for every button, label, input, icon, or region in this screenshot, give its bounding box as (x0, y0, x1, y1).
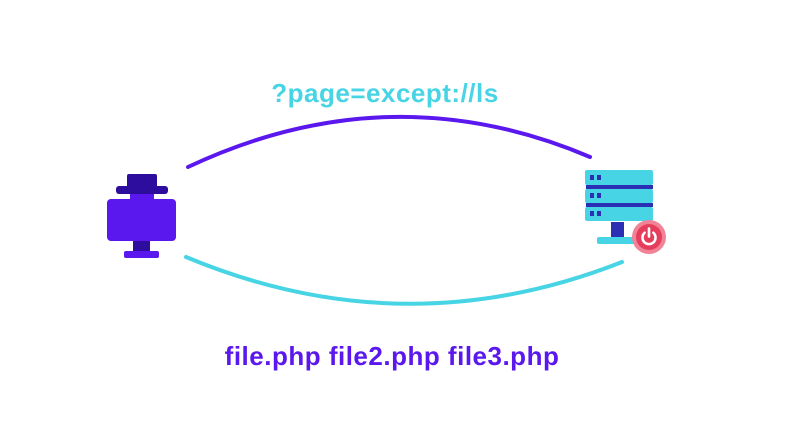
server-separator-2 (586, 203, 653, 207)
power-icon (632, 220, 666, 254)
hacker-icon (107, 174, 176, 258)
server-icon (585, 170, 666, 254)
server-led (590, 193, 594, 198)
server-bar-2 (585, 189, 653, 203)
server-base (597, 237, 639, 244)
response-arc (184, 255, 624, 306)
server-cyan-parts (585, 170, 653, 244)
hacker-icon-dark-parts (116, 174, 168, 252)
server-led (597, 175, 601, 180)
request-arc (186, 114, 592, 169)
server-led (597, 211, 601, 216)
request-label: ?page=except://ls (271, 78, 499, 108)
server-led (597, 193, 601, 198)
hacker-monitor-base (124, 251, 159, 258)
server-bar-1 (585, 170, 653, 185)
server-separator-1 (586, 185, 653, 189)
server-bar-3 (585, 207, 653, 221)
hacker-icon-purple-parts (107, 194, 176, 258)
server-stand (611, 222, 624, 237)
power-glyph-arc (641, 231, 657, 246)
hacker-hat-brim (116, 186, 168, 194)
response-label: file.php file2.php file3.php (224, 341, 560, 371)
server-dark-parts (586, 185, 653, 237)
server-led (590, 211, 594, 216)
server-light-dots (590, 175, 601, 216)
hacker-hat-crown (127, 174, 157, 188)
server-led (590, 175, 594, 180)
hacker-monitor-stand (133, 240, 150, 252)
hacker-face (130, 194, 154, 200)
hacker-body (107, 199, 176, 241)
